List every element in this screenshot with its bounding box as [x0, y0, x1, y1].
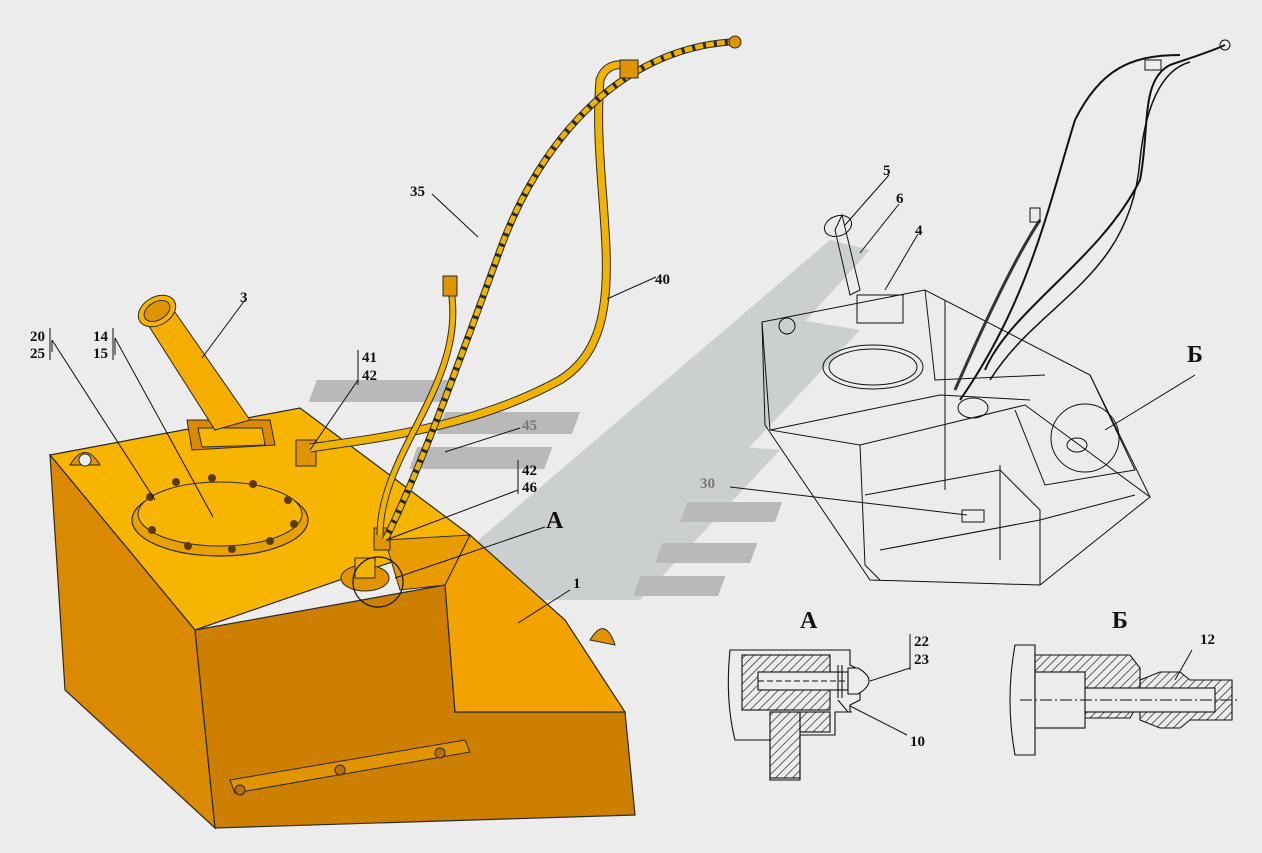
- callout-42-lower: 42: [522, 463, 537, 479]
- detail-a-section: [727, 649, 870, 781]
- callout-3: 3: [240, 290, 248, 306]
- callout-25: 25: [30, 346, 45, 362]
- callout-20: 20: [30, 329, 45, 345]
- callout-22: 22: [914, 634, 929, 650]
- callout-12: 12: [1200, 632, 1215, 648]
- callout-42-upper: 42: [362, 368, 377, 384]
- callout-labels: 3 35 40 20 25 14 15 41 42 45 42 46 А 1 5…: [30, 163, 1215, 750]
- callout-46: 46: [522, 480, 538, 496]
- detail-a-title: А: [800, 608, 818, 634]
- callout-14: 14: [93, 329, 109, 345]
- detail-b-title: Б: [1112, 608, 1128, 634]
- callout-b: Б: [1187, 342, 1203, 368]
- hoses-render: [309, 35, 742, 542]
- callout-10: 10: [910, 734, 925, 750]
- callout-23: 23: [914, 652, 929, 668]
- callout-40: 40: [655, 272, 670, 288]
- leader-lines: [51, 174, 1196, 736]
- callout-15: 15: [93, 346, 108, 362]
- callout-separators: [49, 328, 911, 666]
- fuel-tank-wireframe: [761, 39, 1231, 586]
- callout-35: 35: [410, 184, 425, 200]
- callout-6: 6: [896, 191, 904, 207]
- detail-b-section: [1009, 644, 1240, 756]
- callout-1: 1: [573, 576, 581, 592]
- callout-a: А: [546, 508, 564, 534]
- callout-5: 5: [883, 163, 891, 179]
- fuel-tank-render: [48, 294, 636, 830]
- callout-41: 41: [362, 350, 377, 366]
- callout-4: 4: [915, 223, 923, 239]
- callout-30: 30: [700, 476, 715, 492]
- callout-45: 45: [522, 418, 537, 434]
